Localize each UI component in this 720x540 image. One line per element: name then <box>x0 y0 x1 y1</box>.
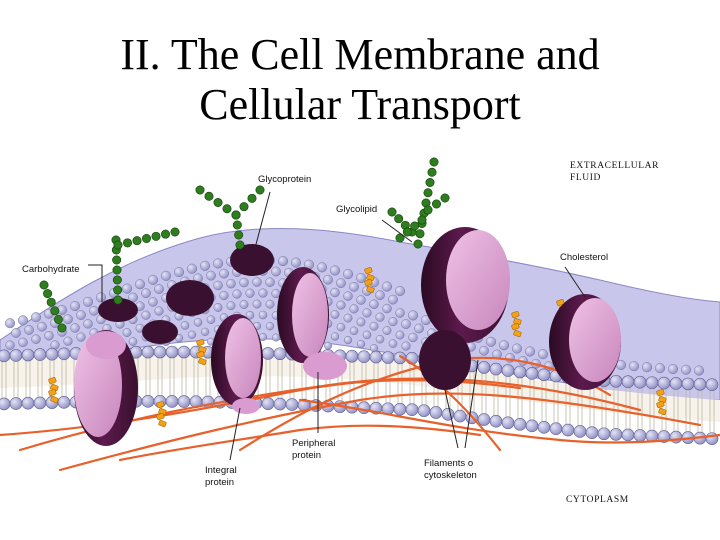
integral-protein-3 <box>549 294 621 390</box>
peripheral-protein <box>277 267 347 380</box>
cholesterol-molecules <box>48 267 667 428</box>
title-line-1: II. The Cell Membrane and <box>120 30 600 79</box>
membrane-cross-section <box>0 347 720 422</box>
label-glycolipid: Glycolipid <box>336 204 377 215</box>
label-leader-lines <box>88 191 586 461</box>
label-peripheral-protein: Peripheral <box>292 438 335 449</box>
cell-membrane-diagram: EXTRACELLULAR FLUID Glycoprotein Glycoli… <box>0 157 720 505</box>
label-cytoplasm: CYTOPLASM <box>566 495 629 505</box>
integral-protein-1 <box>74 330 138 446</box>
label-carbohydrate: Carbohydrate <box>22 264 80 275</box>
integral-protein-2 <box>211 314 263 414</box>
label-cytoskeleton-filaments: Filaments o <box>424 458 473 469</box>
label-cholesterol: Cholesterol <box>560 252 608 263</box>
surface-proteins <box>98 244 274 344</box>
title-line-2: Cellular Transport <box>199 80 521 129</box>
label-extracellular-fluid: EXTRACELLULAR <box>570 161 659 171</box>
label-glycoprotein: Glycoprotein <box>258 174 311 185</box>
label-cytoskeleton-filaments-2: cytoskeleton <box>424 470 477 481</box>
label-extracellular-fluid-2: FLUID <box>570 173 601 183</box>
label-integral-protein-2: protein <box>205 477 234 488</box>
slide-title: II. The Cell Membrane and Cellular Trans… <box>0 30 720 130</box>
carbohydrate-chains <box>39 157 450 333</box>
label-integral-protein: Integral <box>205 465 237 476</box>
channel-protein-large <box>419 227 510 390</box>
label-peripheral-protein-2: protein <box>292 450 321 461</box>
